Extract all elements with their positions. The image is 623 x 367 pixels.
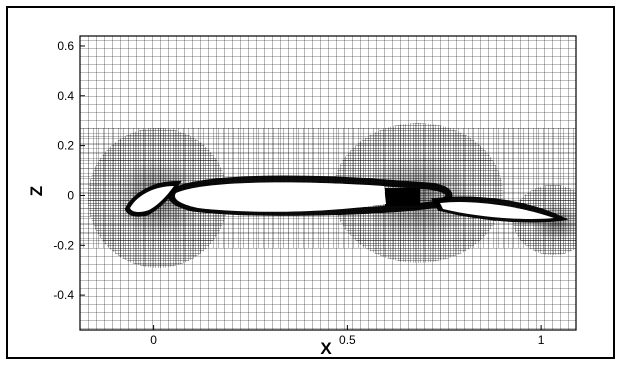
x-tick-label: 0 bbox=[150, 333, 157, 347]
x-tick-label: 0.5 bbox=[339, 333, 356, 347]
y-tick-label: -0.4 bbox=[53, 288, 74, 302]
y-tick-label: 0.4 bbox=[57, 89, 74, 103]
x-axis-label: X bbox=[320, 339, 332, 357]
axes-box bbox=[79, 35, 577, 331]
y-axis-label: Z bbox=[27, 186, 46, 196]
main-element-shape bbox=[174, 182, 386, 212]
y-tick-label: 0.6 bbox=[57, 39, 74, 53]
y-tick-label: 0.2 bbox=[57, 139, 74, 153]
mesh-region bbox=[80, 36, 576, 330]
flap-gap-block bbox=[385, 188, 420, 206]
x-tick-label: 1 bbox=[538, 333, 545, 347]
y-tick-label: 0 bbox=[67, 188, 74, 202]
y-tick-label: -0.2 bbox=[53, 238, 74, 252]
y-axis-ticks: 0.6 0.4 0.2 0 -0.2 -0.4 bbox=[53, 39, 85, 302]
slat-shape bbox=[130, 186, 174, 213]
flap-shape bbox=[440, 201, 554, 219]
